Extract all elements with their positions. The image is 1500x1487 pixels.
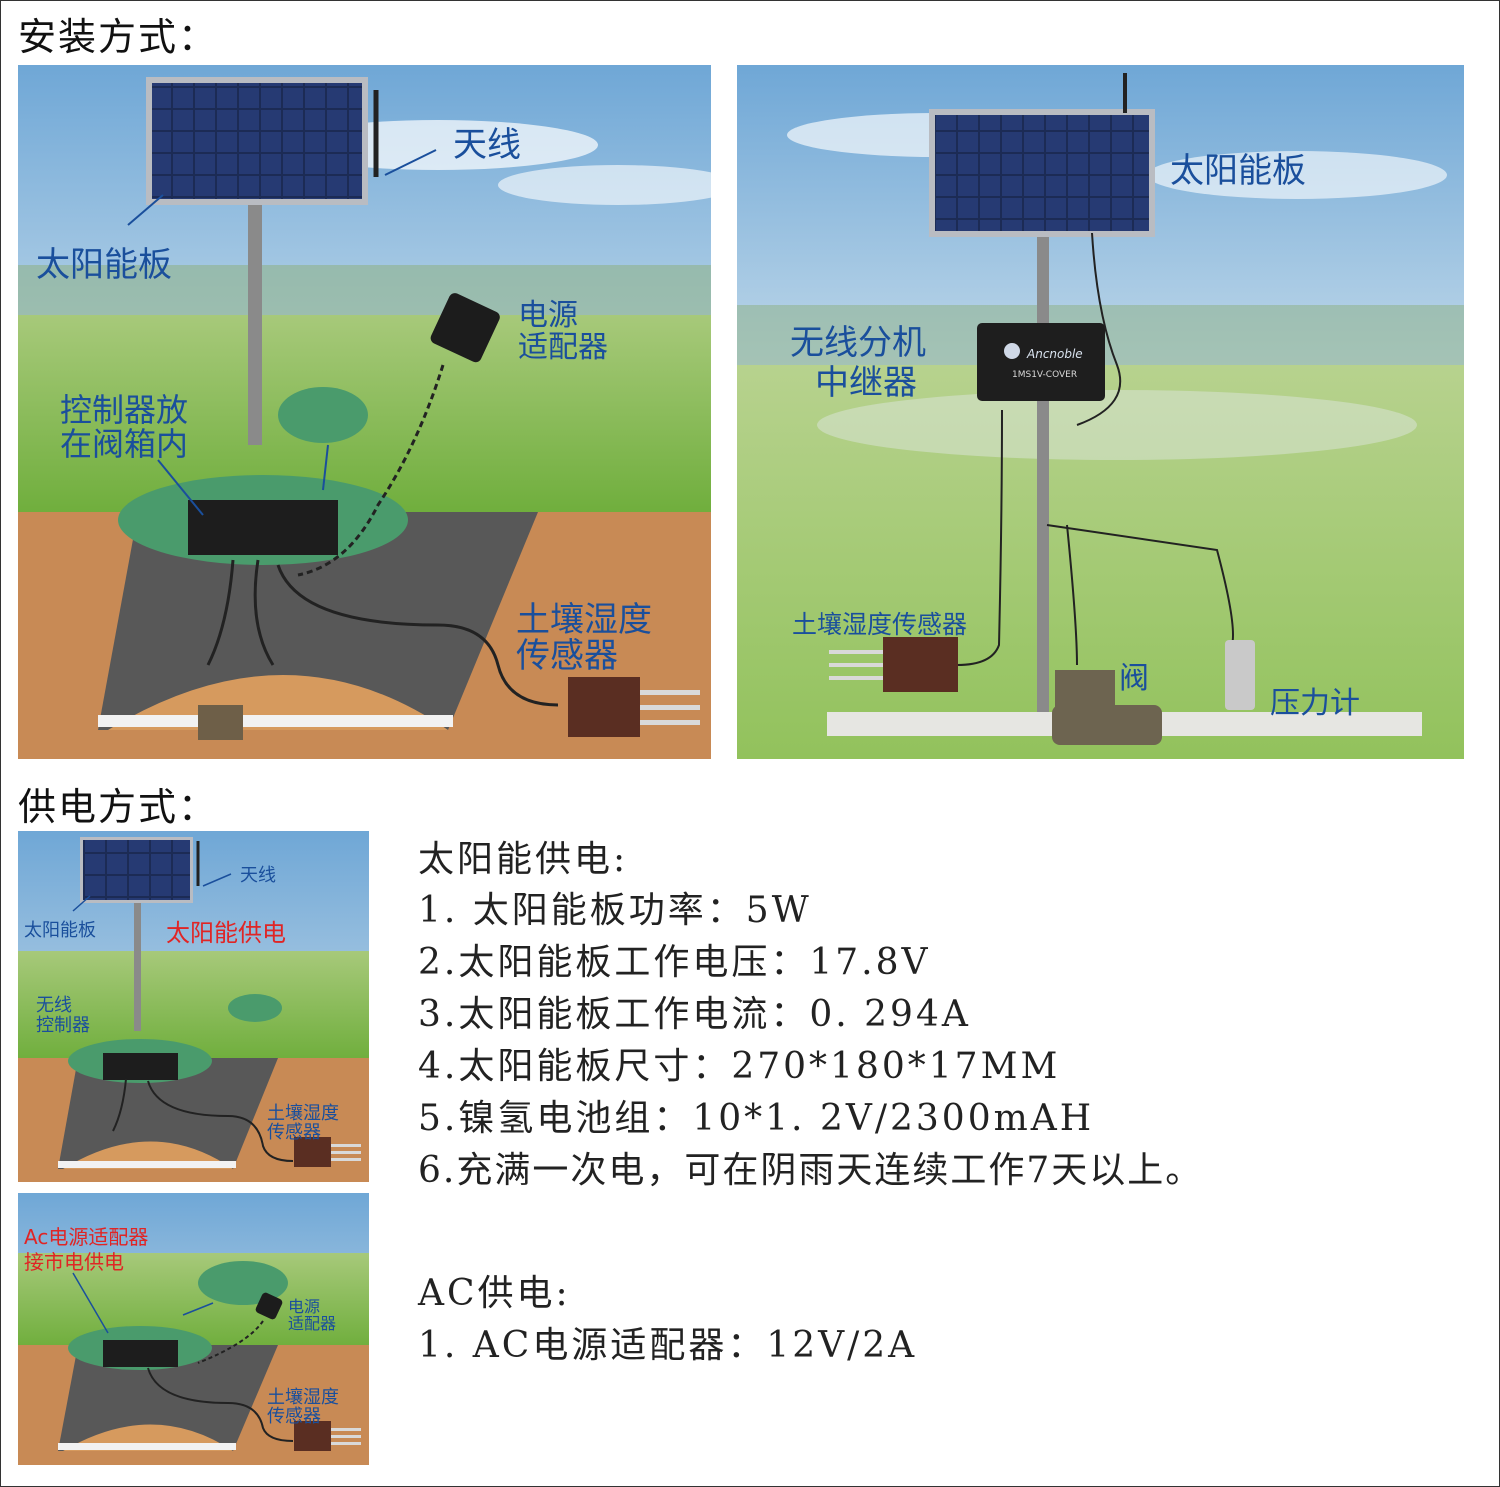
solar-thumb-controller-line2: 控制器 <box>36 1015 90 1036</box>
solar-thumb-controller-line1: 无线 <box>36 995 72 1016</box>
controller-label-line2: 在阀箱内 <box>60 425 189 463</box>
ac-spec-item: 1. AC电源适配器：12V/2A <box>418 1325 918 1366</box>
install-section-title: 安装方式： <box>18 15 219 59</box>
antenna-label: 天线 <box>453 125 521 165</box>
install-left-image: 天线 太阳能板 电源 适配器 控制器放 在阀箱内 土壤湿度 传感器 <box>18 65 711 759</box>
solar-thumb-sensor-line2: 传感器 <box>267 1122 321 1143</box>
solar-thumb-antenna-label: 天线 <box>240 865 276 886</box>
ac-spec-title: AC供电: <box>418 1273 571 1314</box>
install-right-illustration <box>737 65 1464 759</box>
solar-thumb-panel-label: 太阳能板 <box>24 920 96 941</box>
install-left-illustration <box>18 65 711 759</box>
solar-spec-title: 太阳能供电: <box>418 839 629 880</box>
power-section-title: 供电方式： <box>18 785 219 829</box>
controller-label-line1: 控制器放 <box>60 391 189 429</box>
solar-spec-item: 2.太阳能板工作电压：17.8V <box>418 942 931 983</box>
ac-thumb-sensor-line2: 传感器 <box>267 1406 321 1427</box>
ac-label-line2: 接市电供电 <box>24 1250 124 1274</box>
device-brand: Ancnoble <box>1027 347 1083 361</box>
right-sensor-label: 土壤湿度传感器 <box>792 610 968 639</box>
power-solar-image: 天线 太阳能板 太阳能供电 无线 控制器 土壤湿度 传感器 <box>18 831 369 1182</box>
ac-thumb-adapter-line2: 适配器 <box>288 1314 337 1333</box>
power-ac-illustration <box>18 1193 369 1465</box>
ac-thumb-sensor-line1: 土壤湿度 <box>267 1387 339 1408</box>
repeater-label-line2: 中继器 <box>815 363 917 403</box>
pressure-gauge-label: 压力计 <box>1270 686 1360 721</box>
adapter-label-line2: 适配器 <box>518 330 608 365</box>
solar-thumb-sensor-line1: 土壤湿度 <box>267 1103 339 1124</box>
right-solar-panel-label: 太阳能板 <box>1170 151 1306 191</box>
repeater-label-line1: 无线分机 <box>790 323 926 363</box>
ac-thumb-adapter-line1: 电源 <box>288 1297 321 1316</box>
install-right-image: 太阳能板 无线分机 中继器 Ancnoble 1MS1V-COVER 土壤湿度传… <box>737 65 1464 759</box>
device-model: 1MS1V-COVER <box>1012 370 1078 380</box>
solar-spec-item: 6.充满一次电，可在阴雨天连续工作7天以上。 <box>418 1150 1204 1191</box>
solar-spec-item: 5.镍氢电池组：10*1. 2V/2300mAH <box>418 1098 1095 1139</box>
solar-power-label: 太阳能供电 <box>166 919 286 947</box>
power-solar-illustration <box>18 831 369 1182</box>
power-ac-image: Ac电源适配器 接市电供电 电源 适配器 土壤湿度 传感器 <box>18 1193 369 1465</box>
adapter-label-line1: 电源 <box>518 298 578 333</box>
ac-label-line1: Ac电源适配器 <box>24 1225 149 1249</box>
valve-label: 阀 <box>1119 661 1149 696</box>
solar-spec-item: 4.太阳能板尺寸：270*180*17MM <box>418 1046 1061 1087</box>
solar-panel-label: 太阳能板 <box>36 245 172 285</box>
sensor-label-line2: 传感器 <box>516 636 618 676</box>
solar-spec-item: 3.太阳能板工作电流：0. 294A <box>418 994 971 1035</box>
solar-spec-item: 1. 太阳能板功率：5W <box>418 890 812 931</box>
sensor-label-line1: 土壤湿度 <box>516 600 652 640</box>
